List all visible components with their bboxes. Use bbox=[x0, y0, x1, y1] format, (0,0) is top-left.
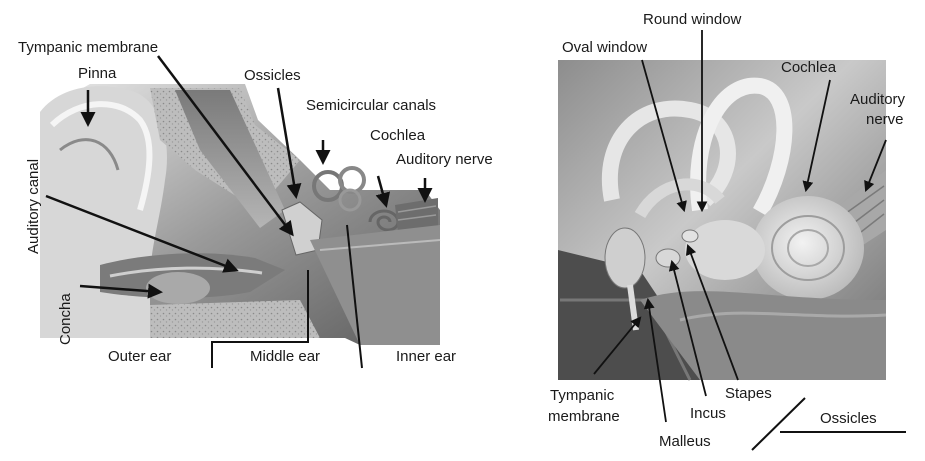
label-cochlea: Cochlea bbox=[370, 127, 426, 144]
label-auditory-nerve: Auditory nerve bbox=[396, 151, 493, 168]
label-pinna: Pinna bbox=[78, 65, 117, 82]
label-malleus: Malleus bbox=[659, 433, 711, 450]
label-auditory-canal: Auditory canal bbox=[25, 159, 42, 254]
label-auditory-right-2: nerve bbox=[866, 111, 904, 128]
label-inner-ear: Inner ear bbox=[396, 348, 456, 365]
label-ossicles: Ossicles bbox=[244, 67, 301, 84]
label-middle-ear: Middle ear bbox=[250, 348, 320, 365]
label-round-window: Round window bbox=[643, 11, 742, 28]
label-ossicles-right: Ossicles bbox=[820, 410, 877, 427]
left-ear-illustration bbox=[40, 84, 440, 345]
right-ear-illustration bbox=[558, 60, 886, 380]
label-auditory-right-1: Auditory bbox=[850, 91, 906, 108]
label-tympanic-right-2: membrane bbox=[548, 408, 620, 425]
label-outer-ear: Outer ear bbox=[108, 348, 171, 365]
label-tympanic-right-1: Tympanic bbox=[550, 387, 615, 404]
label-incus: Incus bbox=[690, 405, 726, 422]
label-semicircular-canals: Semicircular canals bbox=[306, 97, 436, 114]
label-cochlea-right: Cochlea bbox=[781, 59, 837, 76]
label-concha: Concha bbox=[57, 293, 74, 345]
label-oval-window: Oval window bbox=[562, 39, 647, 56]
label-stapes: Stapes bbox=[725, 385, 772, 402]
label-tympanic-membrane: Tympanic membrane bbox=[18, 39, 158, 56]
